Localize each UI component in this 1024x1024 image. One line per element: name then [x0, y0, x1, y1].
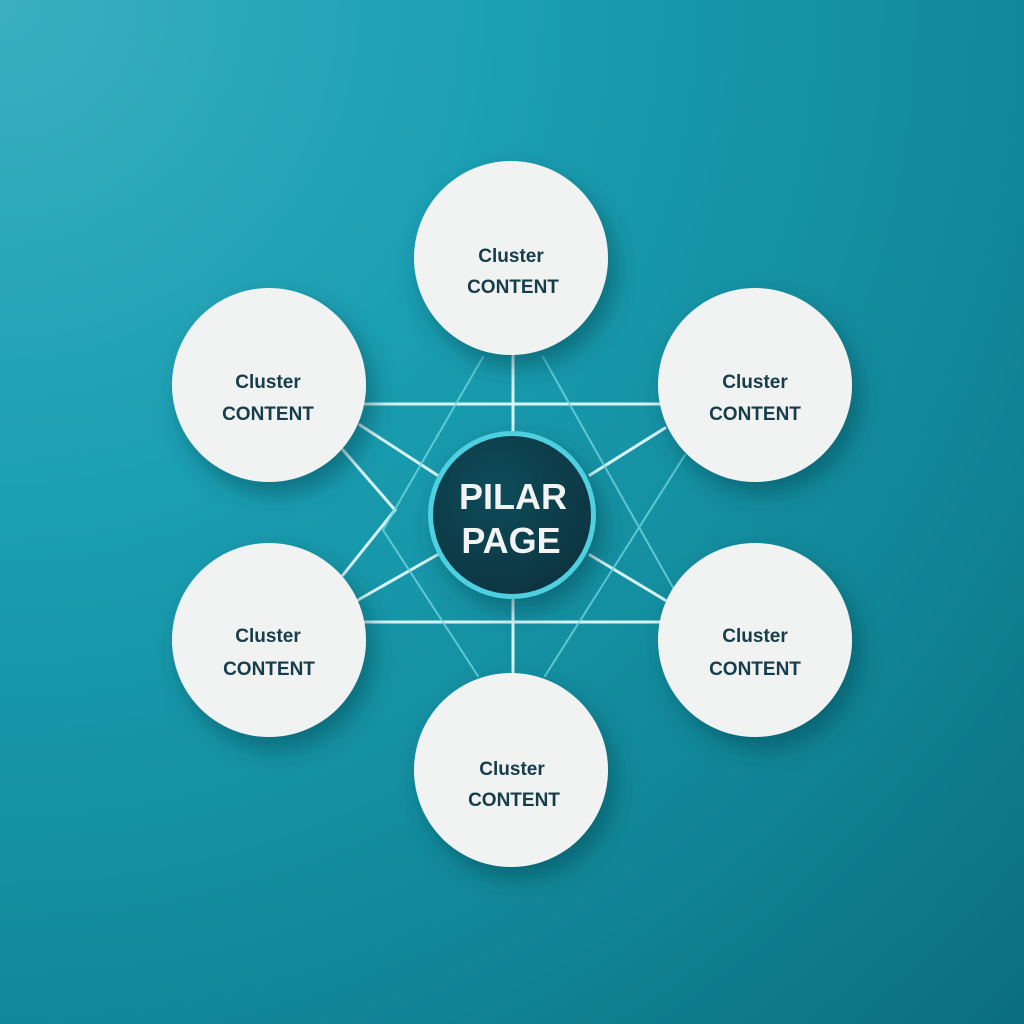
cluster-label-line2: CONTENT: [223, 659, 315, 680]
pillar-label-line2: PAGE: [461, 520, 560, 561]
cluster-node-bottom-left[interactable]: Cluster CONTENT: [172, 543, 366, 737]
cluster-label-line1: Cluster: [722, 372, 788, 393]
connector-lines: [341, 353, 686, 677]
connector-line: [588, 426, 667, 477]
cluster-node-top[interactable]: Cluster CONTENT: [414, 161, 608, 355]
cluster-label-line2: CONTENT: [468, 790, 560, 811]
cluster-label-line1: Cluster: [722, 626, 788, 647]
cluster-node-top-right[interactable]: Cluster CONTENT: [658, 288, 852, 482]
connector-line: [382, 529, 479, 677]
connector-line: [382, 356, 484, 531]
cluster-label-line2: CONTENT: [222, 404, 314, 425]
connector-line: [358, 423, 439, 477]
cluster-label-line1: Cluster: [479, 759, 545, 780]
connector-line: [356, 553, 439, 602]
connector-line: [341, 448, 397, 577]
pillar-label-line1: PILAR: [459, 476, 567, 517]
cluster-node-bottom[interactable]: Cluster CONTENT: [414, 673, 608, 867]
connector-line: [542, 356, 681, 601]
cluster-label-line1: Cluster: [235, 626, 301, 647]
connector-line: [588, 553, 667, 602]
cluster-label-line2: CONTENT: [709, 659, 801, 680]
connector-line: [544, 454, 686, 677]
cluster-node-top-left[interactable]: Cluster CONTENT: [172, 288, 366, 482]
cluster-label-line1: Cluster: [235, 372, 301, 393]
cluster-label-line2: CONTENT: [467, 277, 559, 298]
cluster-label-line2: CONTENT: [709, 404, 801, 425]
cluster-node-bottom-right[interactable]: Cluster CONTENT: [658, 543, 852, 737]
cluster-label-line1: Cluster: [478, 246, 544, 267]
pillar-page-node[interactable]: PILAR PAGE: [428, 431, 596, 599]
